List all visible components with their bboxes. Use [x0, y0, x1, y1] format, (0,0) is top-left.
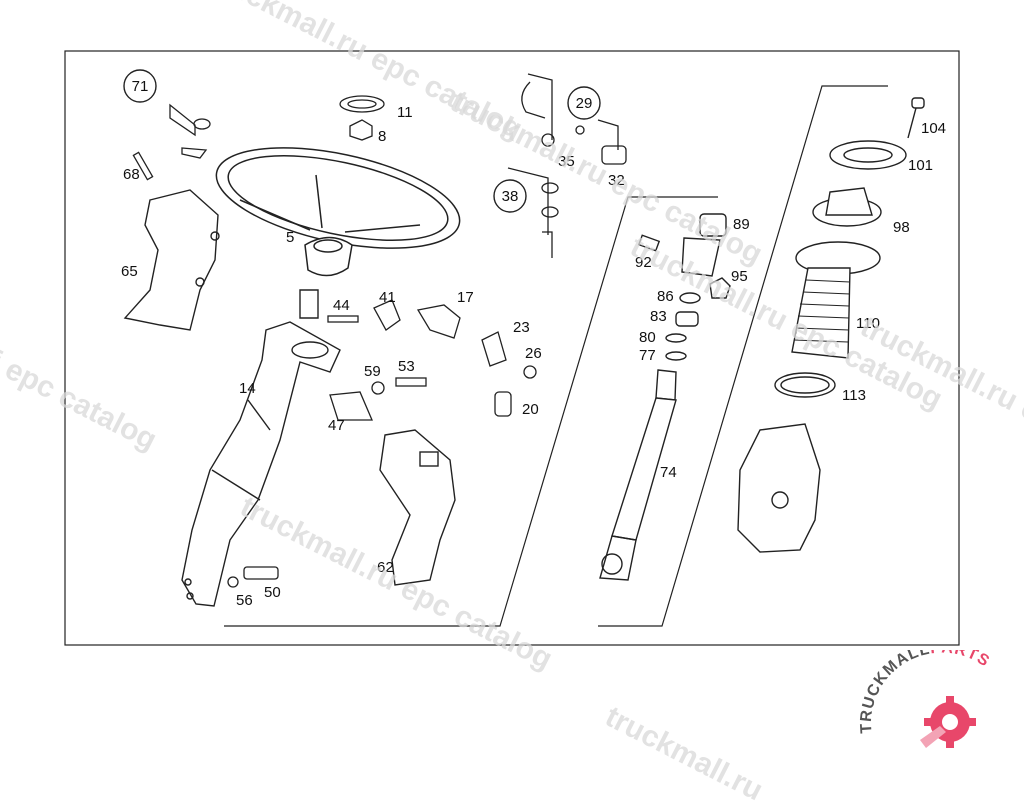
label-17: 17: [457, 289, 474, 306]
callout-71: 71: [123, 69, 157, 103]
label-62: 62: [377, 559, 394, 576]
intermediate-shaft: [599, 213, 731, 581]
callout-71-label: 71: [132, 78, 149, 95]
label-92: 92: [635, 254, 652, 271]
label-65: 65: [121, 263, 138, 280]
gear-wrench-icon: [920, 696, 976, 748]
label-26: 26: [525, 345, 542, 362]
small-parts-top: [507, 73, 627, 258]
truckmall-parts-logo: TRUCKMALLPARTS: [858, 650, 993, 748]
label-95: 95: [731, 268, 748, 285]
label-59: 59: [364, 363, 381, 380]
steering-wheel: [215, 147, 461, 277]
steering-column: [181, 289, 341, 607]
label-101: 101: [908, 157, 933, 174]
label-23: 23: [513, 319, 530, 336]
cover-62: [379, 429, 456, 586]
label-47: 47: [328, 417, 345, 434]
callout-29: 29: [567, 86, 601, 120]
label-80: 80: [639, 329, 656, 346]
label-113: 113: [842, 387, 866, 404]
label-56: 56: [236, 592, 253, 609]
label-83: 83: [650, 308, 667, 325]
parts-diagram: 71 29 38 11 8 104 101 35 32 68 89 98 5 9…: [64, 50, 960, 646]
label-35: 35: [558, 153, 575, 170]
bracket-65: [123, 189, 220, 331]
label-44: 44: [333, 297, 350, 314]
label-20: 20: [522, 401, 539, 418]
small-parts-left: [132, 95, 537, 588]
label-74: 74: [660, 464, 677, 481]
label-86: 86: [657, 288, 674, 305]
label-8: 8: [378, 128, 386, 145]
section-boundaries: [224, 85, 888, 627]
label-89: 89: [733, 216, 750, 233]
label-98: 98: [893, 219, 910, 236]
label-41: 41: [379, 289, 396, 306]
logo-text-accent: PARTS: [930, 650, 993, 671]
logo-text-dark: TRUCKMALL: [858, 650, 932, 734]
label-50: 50: [264, 584, 281, 601]
diagram-frame: [64, 50, 960, 646]
callout-38: 38: [493, 179, 527, 213]
label-53: 53: [398, 358, 415, 375]
label-68: 68: [123, 166, 140, 183]
label-32: 32: [608, 172, 625, 189]
part-labels: 11 8 104 101 35 32 68 89 98 5 92 95 65 8…: [121, 104, 946, 609]
steering-gear-assembly: [737, 97, 925, 553]
label-104: 104: [921, 120, 946, 137]
label-14: 14: [239, 380, 256, 397]
callout-38-label: 38: [502, 188, 519, 205]
label-5: 5: [286, 229, 294, 246]
label-77: 77: [639, 347, 656, 364]
callout-29-label: 29: [576, 95, 593, 112]
label-110: 110: [856, 315, 880, 332]
label-11: 11: [397, 104, 413, 121]
